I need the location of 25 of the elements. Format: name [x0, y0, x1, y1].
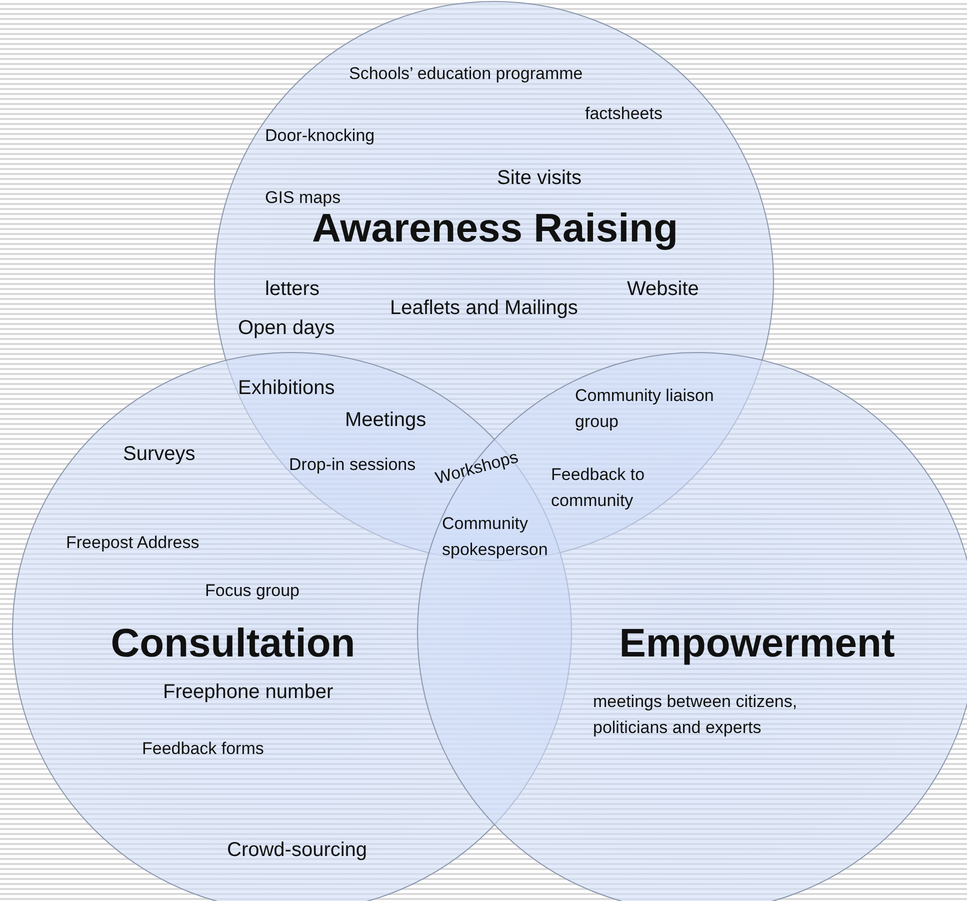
- activity-label: Freepost Address: [66, 532, 200, 554]
- activity-label: Meetings: [345, 408, 426, 433]
- activity-label: Community spokesperson: [442, 513, 549, 561]
- activity-label: Freephone number: [163, 680, 334, 705]
- activity-label: Open days: [238, 316, 335, 341]
- activity-label: Surveys: [123, 442, 196, 467]
- activity-label: letters: [265, 277, 320, 302]
- activity-label: Crowd-sourcing: [227, 838, 368, 863]
- activity-label: factsheets: [585, 103, 662, 125]
- activity-label: Feedback to community: [551, 464, 646, 512]
- circle-heading: Empowerment: [619, 622, 895, 666]
- activity-label: Schools’ education programme: [349, 63, 583, 85]
- activity-label: Site visits: [497, 166, 582, 191]
- circle-heading: Consultation: [110, 622, 356, 666]
- activity-label: Drop-in sessions: [289, 454, 416, 476]
- activity-label: meetings between citizens, politicians and experts: [593, 691, 798, 739]
- activity-label: GIS maps: [265, 187, 341, 209]
- circle-heading: Awareness Raising: [312, 206, 678, 252]
- activity-label: Website: [627, 277, 699, 302]
- activity-label: Leaflets and Mailings: [390, 296, 578, 321]
- activity-label: Community liaison group: [575, 385, 715, 433]
- activity-label: Feedback forms: [142, 738, 264, 760]
- activity-label: Focus group: [205, 580, 300, 602]
- activity-label: Exhibitions: [238, 376, 335, 401]
- activity-label: Door-knocking: [265, 125, 375, 147]
